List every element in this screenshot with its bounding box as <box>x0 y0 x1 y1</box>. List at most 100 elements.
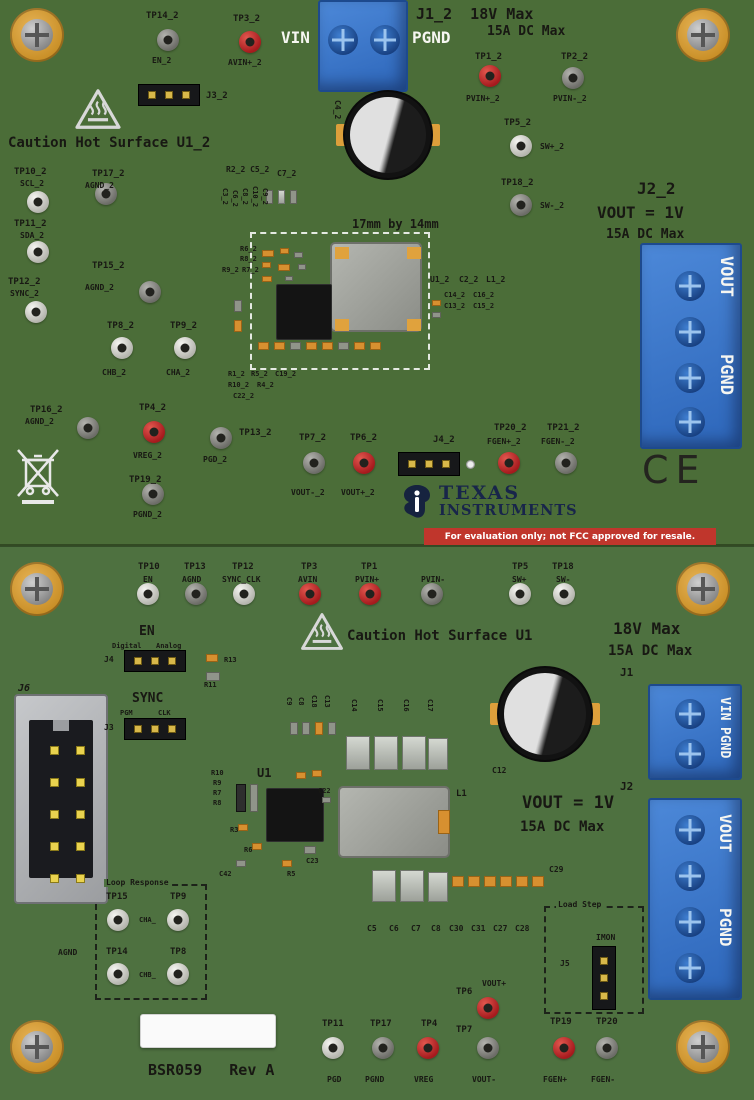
test-point-hole <box>483 1003 493 1013</box>
passive-component <box>402 736 426 770</box>
header-pin <box>134 725 142 733</box>
screw-head <box>687 19 719 51</box>
silkscreen-label: R8_2 <box>240 255 257 263</box>
passive-component <box>516 876 528 887</box>
silkscreen-label: AGND <box>182 575 202 584</box>
test-point-hole <box>245 37 255 47</box>
test-point-TP20_2 <box>498 452 520 474</box>
silkscreen-label: VOUT+_2 <box>341 488 375 497</box>
silkscreen-label: TP18 <box>552 562 574 572</box>
test-point-TP18_2 <box>510 194 532 216</box>
silkscreen-label: R2_2 C5_2 <box>226 165 270 174</box>
test-point-hole <box>359 458 369 468</box>
test-point-TP2_2 <box>562 67 584 89</box>
silkscreen-label: SDA_2 <box>20 231 45 240</box>
test-point-TP1_2 <box>479 65 501 87</box>
test-point-TP15_2 <box>139 281 161 303</box>
silkscreen-label: TP17 <box>370 1019 392 1029</box>
silkscreen-label: VOUT- <box>472 1075 497 1084</box>
silkscreen-label: PGD_2 <box>203 455 228 464</box>
silkscreen-label: C27 <box>493 924 508 933</box>
connector-pin <box>50 842 59 851</box>
silkscreen-label: AVIN+_2 <box>228 58 262 67</box>
silkscreen-label: EN <box>143 575 153 584</box>
silkscreen-label: J1 <box>620 666 634 679</box>
test-point-TP5_2 <box>510 135 532 157</box>
passive-component <box>315 722 323 735</box>
test-point-TP3 <box>299 583 321 605</box>
silkscreen-label: C16_2 <box>473 291 495 299</box>
test-point-hole <box>328 1043 338 1053</box>
header-pin <box>148 91 156 99</box>
silkscreen-label: CHB_ <box>139 971 156 979</box>
test-point-hole <box>568 73 578 83</box>
silkscreen-label: TP7_2 <box>299 433 327 443</box>
test-point-TP1 <box>359 583 381 605</box>
silkscreen-label: TP5 <box>512 562 529 572</box>
silkscreen-label: C5 <box>367 924 377 933</box>
silkscreen-label: TP5_2 <box>504 118 532 128</box>
silkscreen-label: TP4 <box>421 1019 438 1029</box>
test-point-hole <box>145 287 155 297</box>
silkscreen-label: TP10 <box>138 562 160 572</box>
test-point-hole <box>427 589 437 599</box>
screw-terminal <box>675 271 705 301</box>
passive-component <box>374 736 398 770</box>
passive-component <box>312 770 322 777</box>
silkscreen-label: C12 <box>492 766 507 775</box>
silkscreen-label: C6 <box>389 924 399 933</box>
silkscreen-label: J1_2 18V Max <box>416 5 534 23</box>
dashed-outline <box>250 232 430 370</box>
silkscreen-label: TP6 <box>456 987 473 997</box>
pin-header-J3 <box>124 718 186 740</box>
silkscreen-label: C8 <box>297 697 305 706</box>
capacitor-bracket <box>588 703 600 725</box>
inductor-pad <box>335 247 349 259</box>
silkscreen-label: TP15 <box>106 892 128 902</box>
connector-pin <box>76 874 85 883</box>
silkscreen-label: C7 <box>411 924 421 933</box>
silkscreen-label: J2 <box>620 780 634 793</box>
passive-component <box>452 876 464 887</box>
silkscreen-label: L1 <box>456 789 467 799</box>
silkscreen-label: R9_2 <box>222 266 239 274</box>
silkscreen-label: J4_2 <box>433 435 455 445</box>
header-pin <box>442 460 450 468</box>
header-pin <box>134 657 142 665</box>
silkscreen-label: TP3_2 <box>233 14 261 24</box>
screw-slot <box>688 411 692 433</box>
silkscreen-label: C19_2 <box>275 370 297 378</box>
silkscreen-label: TP19 <box>550 1017 572 1027</box>
weee-crossed-bin-icon <box>16 448 60 506</box>
passive-component <box>370 342 381 350</box>
silkscreen-label: PGND <box>412 28 451 47</box>
test-point-TP9 <box>167 909 189 931</box>
passive-component <box>400 870 424 902</box>
passive-component <box>354 342 365 350</box>
silkscreen-label: J4 <box>104 655 114 664</box>
silkscreen-label: AGND_2 <box>85 283 114 292</box>
silkscreen-label: C14_2 <box>444 291 466 299</box>
connector-pin <box>50 746 59 755</box>
header-pin <box>425 460 433 468</box>
ti-wordmark: TEXAS INSTRUMENTS <box>439 484 578 520</box>
inductor-pad <box>407 247 421 259</box>
screw-head <box>687 1031 719 1063</box>
connector-cavity <box>29 720 93 878</box>
test-point-hole <box>83 423 93 433</box>
inductor <box>338 786 450 858</box>
capacitor-top <box>350 97 426 173</box>
test-point-hole <box>305 589 315 599</box>
screw-slot <box>35 1035 39 1059</box>
test-point-TP6 <box>477 997 499 1019</box>
silkscreen-label: C31 <box>471 924 486 933</box>
test-point-hole <box>504 458 514 468</box>
passive-component <box>500 876 512 887</box>
silkscreen-label: VREG_2 <box>133 451 162 460</box>
ic-chip <box>276 284 332 340</box>
board-seam <box>0 544 754 547</box>
silkscreen-label: R8 <box>213 799 222 807</box>
silkscreen-label: FGEN+_2 <box>487 437 521 446</box>
silkscreen-label: R10 <box>211 769 224 777</box>
mounting-hole <box>10 562 64 616</box>
